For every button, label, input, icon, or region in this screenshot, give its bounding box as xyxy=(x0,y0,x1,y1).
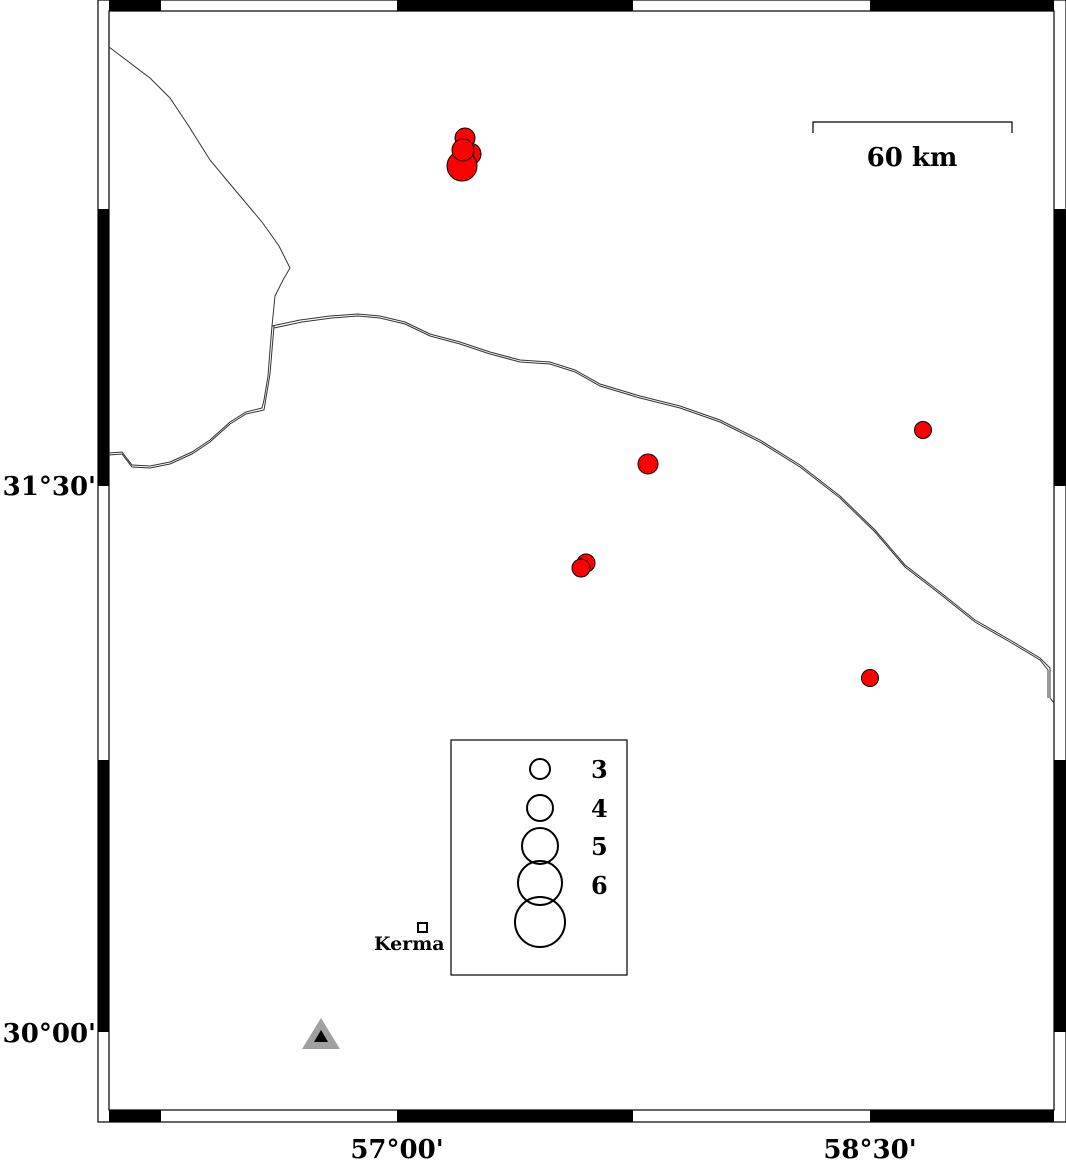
triangle-station-inner-icon xyxy=(314,1030,328,1042)
left-border-bars xyxy=(98,209,109,1032)
top-border-bars xyxy=(109,0,1054,11)
lat-label-30-00: 30°00' xyxy=(3,1019,96,1049)
legend-circle-3 xyxy=(529,758,551,780)
scale-bar-line xyxy=(812,121,1013,133)
bottom-border-bars xyxy=(109,1110,1054,1122)
legend-label-6: 6 xyxy=(591,871,608,900)
legend-circle-4 xyxy=(526,794,554,822)
lon-label-58-30: 58°30' xyxy=(823,1135,916,1160)
city-label: Kerma xyxy=(374,933,445,955)
epicenter-circle xyxy=(571,558,591,578)
legend-circle-6 xyxy=(517,860,563,906)
lat-label-31-30: 31°30' xyxy=(3,472,96,502)
epicenter-circle xyxy=(914,421,932,439)
lon-label-57: 57°00' xyxy=(350,1135,443,1160)
coastlines xyxy=(108,46,1055,704)
epicenters xyxy=(446,127,932,687)
epicenter-circle xyxy=(451,138,475,162)
scale-bar-label: 60 km xyxy=(867,143,958,173)
magnitude-legend: 3 4 5 6 xyxy=(450,739,628,976)
legend-label-5: 5 xyxy=(591,832,608,861)
right-border-bars xyxy=(1054,209,1066,1032)
legend-label-3: 3 xyxy=(591,755,608,784)
scale-bar: 60 km xyxy=(812,121,1013,173)
legend-label-4: 4 xyxy=(591,794,608,823)
legend-circle-7 xyxy=(514,896,566,948)
epicenter-circle xyxy=(861,669,879,687)
city-kerma: Kerma xyxy=(374,922,445,955)
legend-circle-5 xyxy=(521,827,559,865)
square-city-icon xyxy=(417,922,428,933)
station-marker xyxy=(302,1018,340,1049)
epicenter-circle xyxy=(637,453,659,475)
